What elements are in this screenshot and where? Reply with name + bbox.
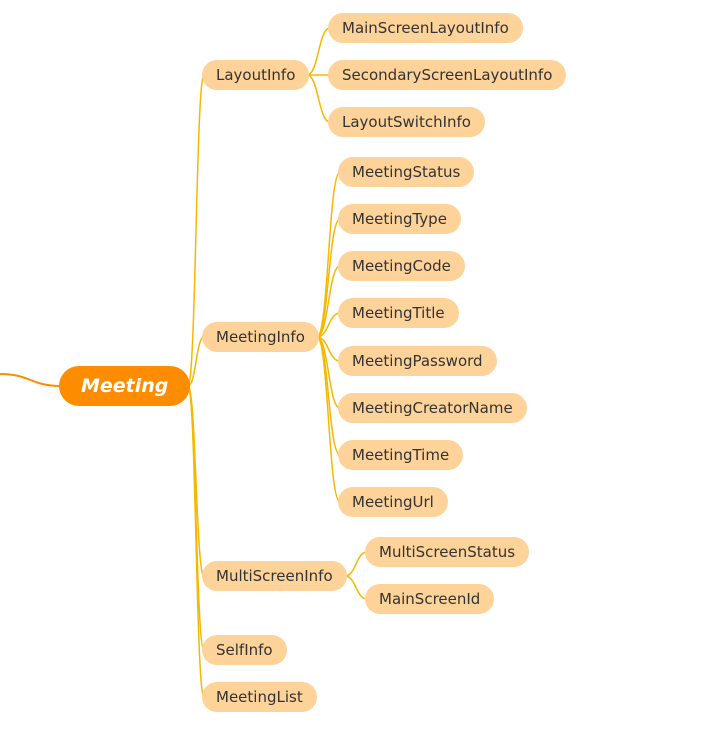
node-meeting-list[interactable]: MeetingList <box>202 682 317 712</box>
connector-layout <box>187 74 205 387</box>
node-main-screen-id[interactable]: MainScreenId <box>365 584 495 614</box>
connector-meeting-0 <box>316 171 341 338</box>
connector-layout-0 <box>306 27 331 76</box>
connector-multi-1 <box>344 575 368 600</box>
node-self-info[interactable]: SelfInfo <box>202 635 287 665</box>
connector-meeting-6 <box>316 336 341 456</box>
connector-meeting-1 <box>316 218 341 338</box>
node-main-screen-layout-info[interactable]: MainScreenLayoutInfo <box>328 13 523 43</box>
node-meeting-info[interactable]: MeetingInfo <box>202 322 319 352</box>
root-node-meeting[interactable]: Meeting <box>59 366 191 406</box>
node-layout-switch-info[interactable]: LayoutSwitchInfo <box>328 107 485 137</box>
node-meeting-status[interactable]: MeetingStatus <box>338 157 475 187</box>
node-meeting-type[interactable]: MeetingType <box>338 204 461 234</box>
connector-meeting-7 <box>316 336 341 503</box>
node-meeting-time[interactable]: MeetingTime <box>338 440 464 470</box>
node-meeting-title[interactable]: MeetingTitle <box>338 298 459 328</box>
node-layout-info[interactable]: LayoutInfo <box>202 60 310 90</box>
node-meeting-code[interactable]: MeetingCode <box>338 251 465 281</box>
connector-list <box>187 385 205 698</box>
node-secondary-screen-layout-info[interactable]: SecondaryScreenLayoutInfo <box>328 60 567 90</box>
node-meeting-creator-name[interactable]: MeetingCreatorName <box>338 393 527 423</box>
node-multi-screen-info[interactable]: MultiScreenInfo <box>202 561 347 591</box>
connector-layout-2 <box>306 74 331 123</box>
connector-root-parent <box>0 373 62 387</box>
node-meeting-url[interactable]: MeetingUrl <box>338 487 448 517</box>
connector-multi-0 <box>344 551 368 577</box>
connector-meeting-2 <box>316 265 341 338</box>
node-meeting-password[interactable]: MeetingPassword <box>338 346 497 376</box>
connector-meeting-3 <box>316 312 341 338</box>
node-multi-screen-status[interactable]: MultiScreenStatus <box>365 537 530 567</box>
